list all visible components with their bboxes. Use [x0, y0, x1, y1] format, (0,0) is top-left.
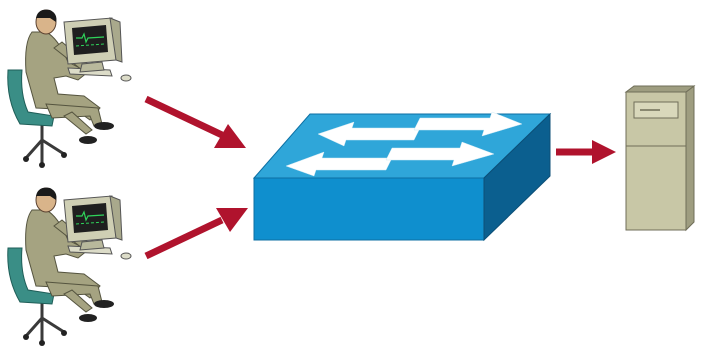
arrow-switch-to-server	[556, 140, 616, 164]
arrow-workstation-1-to-switch	[144, 95, 246, 148]
person-at-computer-icon	[6, 186, 133, 348]
switch-arrows-icon	[285, 111, 523, 177]
arrow-workstation-2-to-switch	[144, 208, 248, 260]
network-switch	[252, 111, 552, 242]
tower-server	[624, 85, 696, 232]
person-at-computer-icon	[6, 8, 133, 170]
workstation-1	[6, 8, 133, 170]
workstation-2	[6, 186, 133, 348]
